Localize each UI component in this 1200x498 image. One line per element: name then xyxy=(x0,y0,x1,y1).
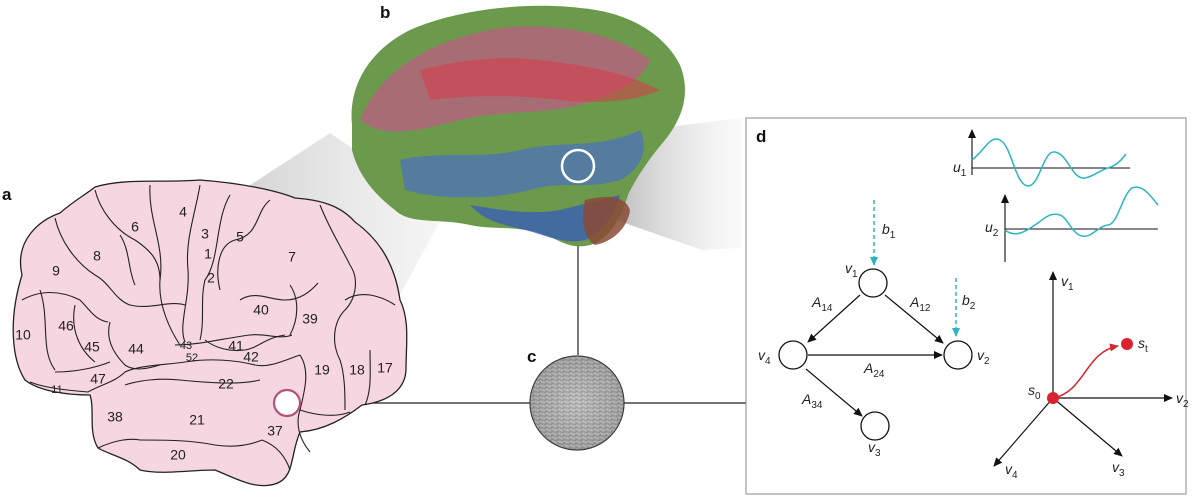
brain-area-label: 42 xyxy=(243,349,259,365)
region-highlight-ring xyxy=(274,390,300,416)
brain-area-label: 11 xyxy=(51,384,62,396)
panel-label-b: b xyxy=(380,3,390,22)
brain-area-label: 10 xyxy=(15,327,31,343)
brain-area-label: 8 xyxy=(93,248,101,264)
brain-area-label: 1 xyxy=(204,246,212,262)
brain-area-label: 41 xyxy=(228,338,244,354)
brain-area-label: 47 xyxy=(90,371,106,387)
brain-area-label: 2 xyxy=(207,270,215,286)
brain-area-label: 18 xyxy=(349,362,365,378)
brain-area-label: 20 xyxy=(170,447,186,463)
brain-area-label: 6 xyxy=(131,219,139,235)
brain-area-label: 45 xyxy=(84,339,100,355)
brain-area-label: 52 xyxy=(186,352,198,364)
brain-area-label: 38 xyxy=(107,409,123,425)
brain-area-label: 37 xyxy=(267,423,283,439)
eeg-signal-disc xyxy=(530,356,624,450)
panel-label-a: a xyxy=(2,185,12,204)
brain-parcellation-diagram: 4 6 3 1 2 5 7 8 9 46 10 45 44 43 52 41 4… xyxy=(13,180,407,486)
network-node xyxy=(944,341,972,369)
network-node xyxy=(861,412,889,440)
brain-area-label: 22 xyxy=(218,376,234,392)
brain-area-label: 9 xyxy=(52,263,60,279)
brain-area-label: 46 xyxy=(58,318,74,334)
target-state-dot xyxy=(1121,338,1133,350)
brain-area-label: 40 xyxy=(253,302,269,318)
start-state-dot xyxy=(1047,392,1059,404)
panel-label-d: d xyxy=(756,127,766,146)
brain-area-label: 44 xyxy=(128,341,144,357)
brain-area-label: 3 xyxy=(201,226,209,242)
brain-area-label: 5 xyxy=(236,229,244,245)
panel-label-c: c xyxy=(527,347,536,366)
brain-area-label: 39 xyxy=(302,311,318,327)
brain-area-label: 19 xyxy=(314,362,330,378)
brain-area-label: 17 xyxy=(377,360,393,376)
brain-area-label: 43 xyxy=(180,340,192,352)
network-node xyxy=(779,341,807,369)
brain-area-label: 4 xyxy=(179,204,187,220)
network-node xyxy=(859,269,887,297)
brain-area-label: 7 xyxy=(288,249,296,265)
brain-area-label: 21 xyxy=(189,412,205,428)
